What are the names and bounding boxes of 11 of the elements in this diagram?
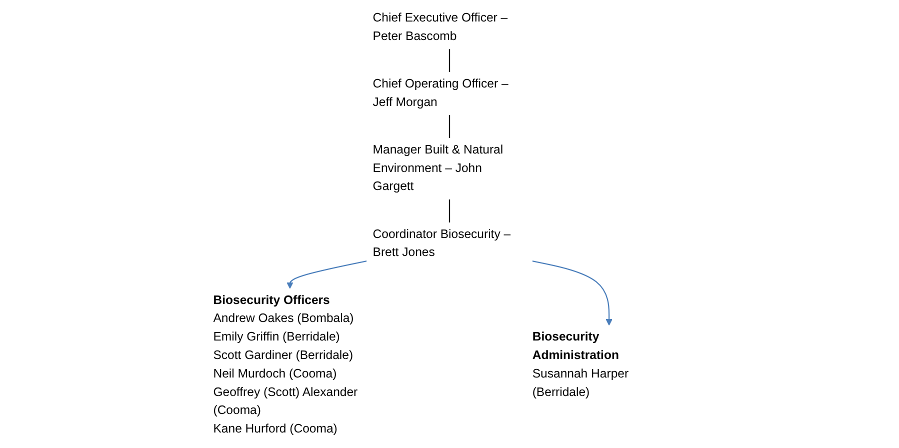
node-text: Biosecurity Administration Susannah Harper (Berridale) xyxy=(532,330,629,399)
node-text: Coordinator Biosecurity – Brett Jones xyxy=(372,228,511,260)
arrow xyxy=(532,260,612,326)
arrow xyxy=(286,260,367,289)
node-text: Chief Operating Officer – Jeff Morgan xyxy=(372,77,508,109)
node-text: Biosecurity Officers Andrew Oakes (Bombala) Emily Griffin (Berridale) Scott Gardiner (Berridale) Neil Murdoch (Cooma) Geoffrey (Scott) Alexander (Cooma) Kane Hurford (Cooma) xyxy=(213,294,358,436)
node-text: Chief Executive Officer – Peter Bascomb xyxy=(372,12,508,43)
connector xyxy=(448,199,450,222)
connector xyxy=(448,49,450,72)
connector xyxy=(448,115,450,138)
node-text: Manager Built & Natural Environment – John Gargett xyxy=(372,143,504,194)
